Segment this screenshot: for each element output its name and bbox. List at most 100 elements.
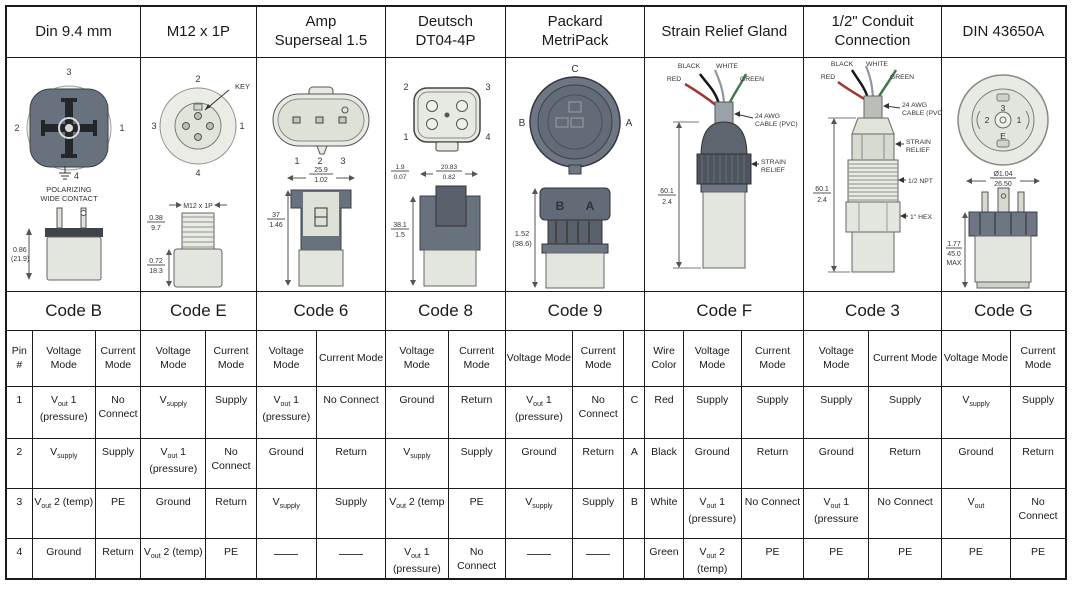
strain-voltage-cell: Ground bbox=[682, 438, 742, 489]
deutsch-current-cell: Supply bbox=[447, 438, 506, 489]
amp-voltage-cell: Vsupply bbox=[255, 488, 317, 539]
dimension-label: 0.82 bbox=[443, 174, 456, 181]
din43650-current-cell: PE bbox=[1010, 538, 1067, 579]
dimension-label: 1.9 bbox=[396, 164, 405, 171]
dimension-label: 0.38 bbox=[149, 215, 163, 222]
blank-dash bbox=[274, 545, 299, 555]
title-text: Packard bbox=[547, 13, 603, 31]
dimension-label: 9.7 bbox=[151, 225, 161, 232]
packard-current-cell: Supply bbox=[572, 488, 625, 539]
m12-connector-diagram: 2 3 1 4 KEY M12 x 1P 0.38 9.7 0.72 18.3 bbox=[147, 74, 251, 288]
din43650-voltage-cell: Vout bbox=[940, 488, 1012, 539]
m12-face: 2 3 1 4 KEY bbox=[152, 74, 251, 178]
amp-voltage-cell: Ground bbox=[255, 438, 317, 489]
din94-current-cell: Supply bbox=[94, 438, 142, 489]
amp-current-cell: No Connect bbox=[315, 386, 387, 439]
dimension-label: 1.46 bbox=[269, 222, 283, 229]
deutsch-current-cell: PE bbox=[447, 488, 506, 539]
strain-voltage-cell: Vout 2 (temp) bbox=[682, 538, 742, 579]
dimension-label: Ø1.04 bbox=[993, 171, 1012, 178]
din94-current-cell: PE bbox=[94, 488, 142, 539]
dimension-label: 1.5 bbox=[395, 232, 405, 239]
din94-current-cell: Return bbox=[94, 538, 142, 579]
amp-current-cell: Return bbox=[315, 438, 387, 489]
deutsch-connector-diagram: 2 3 1 4 1.9 0.07 20.83 0.82 38.1 1.5 bbox=[391, 82, 491, 287]
wire-black-label: BLACK bbox=[678, 63, 701, 70]
title-strain: Strain Relief Gland bbox=[644, 5, 805, 58]
packard-letter-cell bbox=[623, 538, 646, 579]
dimension-label: 0.72 bbox=[149, 258, 163, 265]
packard-letter-cell: A bbox=[623, 438, 646, 489]
diagram-row: 3 2 1 4 POLARIZING WIDE CONTACT 0.86 (21… bbox=[5, 57, 1067, 292]
emboss-label: B bbox=[555, 199, 564, 213]
m12-voltage-cell: Vout 1 (pressure) bbox=[140, 438, 207, 489]
din43650-current-cell: Supply bbox=[1010, 386, 1067, 439]
packard-letter-cell: C bbox=[623, 386, 646, 439]
dimension-label: 0.07 bbox=[394, 174, 407, 181]
strain-relief-label: RELIEF bbox=[761, 167, 785, 174]
pin-label: 1 bbox=[1017, 115, 1022, 125]
packard-connector-diagram: C B A B A 1.52 (38.6) bbox=[512, 64, 632, 289]
ground-symbol-icon bbox=[59, 166, 71, 180]
pin-label: E bbox=[1000, 131, 1006, 141]
diagram-conduit-cell: BLACK WHITE RED GREEN 24 AWG CABLE (PVC)… bbox=[803, 57, 942, 292]
conduit-voltage-cell: Vout 1 (pressure bbox=[803, 488, 870, 539]
m12-current-cell: Return bbox=[205, 488, 257, 539]
conduit-voltage-cell: Ground bbox=[803, 438, 870, 489]
conduit-current-cell: PE bbox=[868, 538, 942, 579]
pin-label: 2 bbox=[14, 123, 19, 133]
strain-current-mode-header: Current Mode bbox=[740, 330, 805, 387]
din94-voltage-cell: Vout 2 (temp) bbox=[31, 488, 96, 539]
wire-color-cell: White bbox=[644, 488, 684, 539]
strain-relief-label: STRAIN bbox=[761, 159, 786, 166]
wire-black-label: BLACK bbox=[831, 61, 854, 68]
m12-current-cell: PE bbox=[205, 538, 257, 579]
pin-label: 3 bbox=[152, 121, 157, 131]
din94-voltage-cell: Vout 1 (pressure) bbox=[31, 386, 96, 439]
m12-current-mode-header: Current Mode bbox=[205, 330, 257, 387]
deutsch-current-mode-header: Current Mode bbox=[447, 330, 506, 387]
amp-side-view: 25.9 1.02 37 1.46 bbox=[266, 167, 355, 287]
din94-current-mode-header: Current Mode bbox=[94, 330, 142, 387]
pin-label: C bbox=[571, 64, 578, 75]
wire-color-cell: Black bbox=[644, 438, 684, 489]
title-text: DIN 43650A bbox=[962, 22, 1045, 40]
strain-relief-diagram: BLACK WHITE RED GREEN 24 AWG CABLE (PVC)… bbox=[658, 63, 798, 269]
amp-face: 1 2 3 bbox=[272, 86, 370, 166]
deutsch-voltage-cell: Vout 2 (temp bbox=[385, 488, 449, 539]
m12-current-cell: Supply bbox=[205, 386, 257, 439]
deutsch-current-cell: Return bbox=[447, 386, 506, 439]
packard-current-cell: Return bbox=[572, 438, 625, 489]
title-text: Din 9.4 mm bbox=[35, 22, 112, 40]
pin-label: 2 bbox=[317, 156, 322, 166]
wire-red-label: RED bbox=[667, 76, 681, 83]
din94-voltage-cell: Vsupply bbox=[31, 438, 96, 489]
pin-label: 4 bbox=[196, 168, 201, 178]
dimension-label: 0.86 bbox=[13, 247, 27, 254]
wire-color-header: Wire Color bbox=[644, 330, 684, 387]
dimension-label: 20.83 bbox=[441, 164, 458, 171]
dimension-label: 25.9 bbox=[314, 167, 328, 174]
pin-number-cell: 2 bbox=[5, 438, 33, 489]
dimension-label: 60.1 bbox=[661, 188, 675, 195]
diagram-amp-cell: 1 2 3 25.9 1.02 37 1.46 bbox=[255, 57, 387, 292]
title-text: Connection bbox=[834, 32, 911, 49]
dimension-label: 37 bbox=[272, 212, 280, 219]
dimension-label: 38.1 bbox=[393, 222, 407, 229]
conduit-wires bbox=[837, 65, 898, 102]
pin-number-cell: 3 bbox=[5, 488, 33, 539]
wire-white-label: WHITE bbox=[716, 63, 738, 70]
strain-wires bbox=[684, 69, 748, 107]
pin-label: 4 bbox=[74, 171, 79, 181]
pin-label: 3 bbox=[486, 82, 491, 92]
strain-body bbox=[696, 101, 752, 269]
din43650-connector-diagram: 3 2 1 E Ø1.04 26.50 1.77 45.0 MAX bbox=[945, 74, 1049, 289]
din94-voltage-mode-header: Voltage Mode bbox=[31, 330, 96, 387]
title-text: DT04-4P bbox=[415, 32, 476, 49]
